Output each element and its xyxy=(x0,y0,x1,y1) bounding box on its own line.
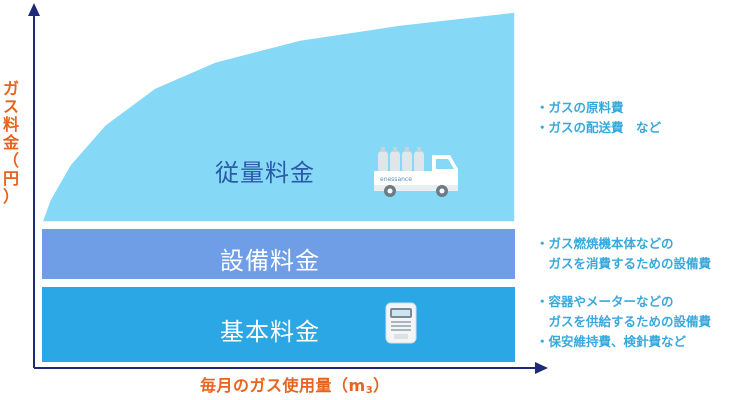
y-axis-label-char: ガ xyxy=(2,79,19,98)
equipment-fee-band xyxy=(42,229,515,279)
x-axis-unit-open: （m xyxy=(332,376,366,395)
equipment-fee-label: 設備料金 xyxy=(220,247,320,275)
y-axis-arrow xyxy=(28,3,40,16)
basic-fee-label: 基本料金 xyxy=(220,318,320,346)
note-line: ガスを消費するための設備費 xyxy=(536,256,712,271)
y-axis-label-char: 料 xyxy=(2,115,19,134)
note-line: ・ガスの配送費 など xyxy=(536,120,662,135)
usage-fee-notes: ・ガスの原料費 ・ガスの配送費 など xyxy=(536,98,661,138)
note-line: ・ガス燃焼機本体などの xyxy=(536,236,674,251)
y-axis-label-char: （ xyxy=(2,151,19,170)
y-axis-label: ガ ス 料 金 （ 円 ） xyxy=(0,80,22,206)
y-axis-label-char: 金 xyxy=(2,133,19,152)
y-axis-label-char: ） xyxy=(2,187,19,206)
delivery-truck-icon: enessance xyxy=(374,147,458,197)
note-line: ・保安維持費、検針費など xyxy=(536,334,687,349)
x-axis-label: 毎月のガス使用量（m3） xyxy=(200,372,390,396)
note-line: ガスを供給するための設備費 xyxy=(536,314,712,329)
gas-meter-icon xyxy=(385,302,417,344)
x-axis-unit-sup: 3 xyxy=(365,385,374,396)
x-axis-unit-close: ） xyxy=(373,376,390,395)
x-axis-arrow xyxy=(535,362,548,374)
y-axis-label-char: 円 xyxy=(2,169,19,188)
note-line: ・容器やメーターなどの xyxy=(536,294,674,309)
usage-fee-label: 従量料金 xyxy=(215,159,315,187)
x-axis-label-text: 毎月のガス使用量 xyxy=(200,376,333,395)
truck-brand-text: enessance xyxy=(380,176,412,183)
basic-fee-band xyxy=(42,287,515,362)
equipment-fee-notes: ・ガス燃焼機本体などの ガスを消費するための設備費 xyxy=(536,234,711,274)
y-axis-label-char: ス xyxy=(2,97,19,116)
note-line: ・ガスの原料費 xyxy=(536,100,624,115)
basic-fee-notes: ・容器やメーターなどの ガスを供給するための設備費 ・保安維持費、検針費など xyxy=(536,292,711,352)
